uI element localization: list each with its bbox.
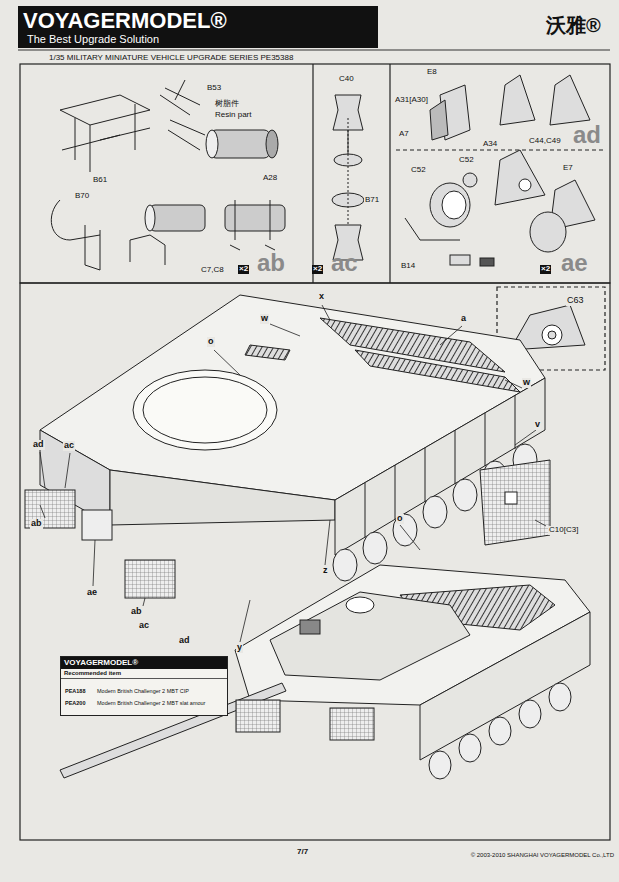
table-cell: Modern British Challenger 2 MBT CIP [96,688,190,694]
part-label: E8 [426,68,438,77]
brand-logo: VOYAGERMODEL® [22,9,228,33]
part-label: C44,C49 [528,137,562,146]
part-label: B14 [400,262,416,271]
footer-text: © 2003-2010 SHANGHAI VOYAGERMODEL Co.,LT… [470,852,615,859]
part-label: A28 [262,174,278,183]
part-label: ab [130,607,143,617]
part-label: ac [138,621,150,631]
part-label: w [260,314,269,324]
brand-slogan: The Best Upgrade Solution [26,33,160,45]
part-label: ac [63,441,75,451]
table-cell: PEA188 [64,688,87,694]
part-label: A7 [398,130,410,139]
part-label: ad [32,440,45,450]
part-label: A31[A30] [394,96,429,105]
part-label: Resin part [214,111,252,120]
part-label: B71 [364,196,380,205]
part-label: C63 [566,296,585,306]
part-label: C52 [410,166,427,175]
step-letter: ae [560,250,589,276]
brand-logo-cn: 沃雅® [545,14,602,36]
part-label: 树脂件 [214,100,240,109]
series-title: 1/35 MILITARY MINIATURE VEHICLE UPGRADE … [48,54,294,63]
recommended-box: VOYAGERMODEL®Recommended item [60,656,228,716]
part-label: B70 [74,192,90,201]
step-letter: ac [330,250,359,276]
step-letter: ab [256,250,286,276]
part-label: ab [30,519,43,529]
part-label: ×2 [238,265,249,274]
box-heading: VOYAGERMODEL® [61,657,227,669]
part-label: a [460,314,467,324]
part-label: C10[C3] [548,526,579,535]
part-label: o [396,514,404,524]
part-label: o [207,337,215,347]
part-label: w [522,378,531,388]
part-label: v [534,420,541,430]
table-cell: PEA200 [64,700,87,706]
part-label: z [322,566,329,576]
part-label: ad [178,636,191,646]
part-label: C52 [458,156,475,165]
box-subheading: Recommended item [61,669,227,679]
table-cell: Modern British Challenger 2 MBT slat amo… [96,700,206,706]
part-label: x [318,292,325,302]
part-label: E7 [562,164,574,173]
part-label: C7,C8 [200,266,225,275]
part-label: C40 [338,75,355,84]
footer-text: 7/7 [296,848,309,857]
part-label: B53 [206,84,222,93]
part-label: y [236,643,243,653]
part-label: ×2 [312,265,323,274]
part-label: ae [86,588,98,598]
part-label: B61 [92,176,108,185]
step-letter: ad [572,122,602,148]
part-label: A34 [482,140,498,149]
part-label: ×2 [540,265,551,274]
